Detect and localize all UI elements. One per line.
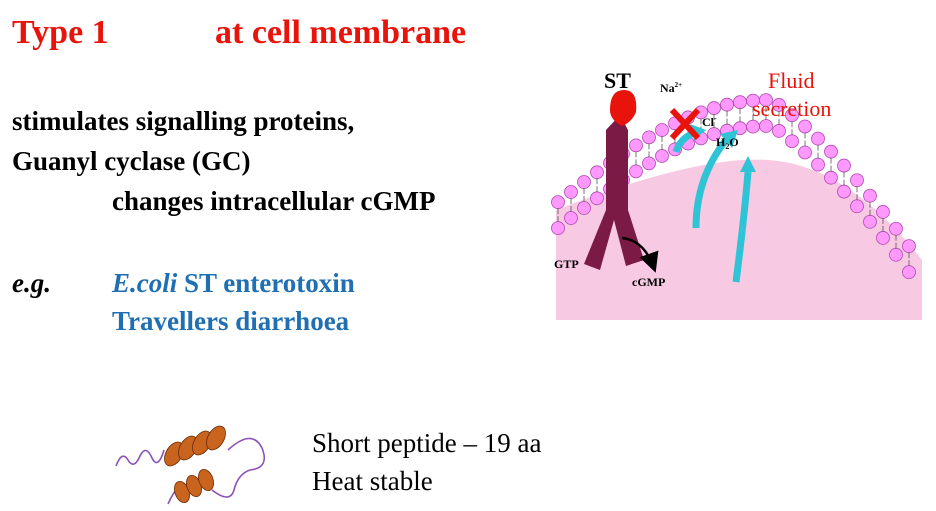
lipid-head	[850, 199, 864, 214]
lipid-head	[902, 239, 916, 254]
alpha-helix-1	[164, 425, 226, 467]
st-receptor	[584, 115, 644, 270]
label-cgmp: cGMP	[632, 275, 665, 289]
lipid-head	[642, 130, 656, 145]
lipid-head	[785, 134, 799, 149]
description-line-2: Guanyl cyclase (GC)	[12, 146, 251, 176]
lipid-head	[733, 95, 747, 110]
lipid-head	[889, 221, 903, 236]
description-line-1: stimulates signalling proteins,	[12, 106, 355, 136]
example-prefix: e.g.	[12, 268, 51, 298]
label-h2o: H2O	[716, 135, 739, 151]
lipid-head	[772, 124, 786, 138]
blocked-x-icon	[669, 107, 701, 141]
lipid-head	[577, 201, 591, 215]
peptide-length: Short peptide – 19 aa	[312, 428, 542, 458]
lipid-head	[590, 191, 604, 206]
lipid-head	[759, 119, 773, 133]
peptide-structure-icon	[115, 425, 266, 505]
lipid-head	[564, 185, 578, 199]
lipid-head	[551, 221, 565, 236]
label-st: ST	[604, 68, 631, 93]
lipid-head	[655, 149, 669, 163]
lipid-head	[837, 184, 851, 199]
example-toxin: E.coli ST enterotoxin	[112, 268, 355, 299]
label-na: Na2+	[660, 81, 682, 95]
lipid-head	[720, 97, 734, 112]
label-fluid: Fluid	[768, 68, 814, 93]
title-location: at cell membrane	[215, 14, 467, 51]
st-ligand	[610, 90, 637, 126]
lipid-head	[850, 173, 864, 188]
lipid-head	[902, 265, 916, 280]
lipid-head	[798, 119, 812, 134]
label-secretion: secretion	[752, 96, 831, 121]
example-organism: E.coli	[112, 268, 178, 298]
lipid-head	[798, 145, 812, 160]
lipid-head	[811, 131, 825, 146]
lipid-head	[824, 144, 838, 159]
lipid-head	[824, 170, 838, 185]
lipid-head	[564, 211, 578, 225]
lipid-head	[642, 156, 656, 171]
lipid-head	[551, 195, 565, 210]
lipid-head	[889, 247, 903, 262]
example-disease: Travellers diarrhoea	[112, 306, 350, 336]
gtp-cgmp-arrow	[621, 236, 659, 273]
lipid-head	[876, 231, 890, 245]
lipid-head	[811, 157, 825, 172]
description-line-3: changes intracellular cGMP	[112, 186, 436, 216]
peptide-heat-stability: Heat stable	[312, 466, 433, 496]
lipid-head	[863, 214, 877, 229]
lipid-head	[863, 188, 877, 203]
title-type: Type 1	[12, 14, 109, 51]
lipid-head	[876, 205, 890, 219]
label-gtp: GTP	[554, 257, 579, 271]
alpha-helix-2	[174, 468, 214, 504]
lipid-head	[577, 175, 591, 189]
lipid-head	[629, 164, 643, 179]
st-membrane-figure: ST Na2+ Cl- H2O GTP cGMP Fluid secretion	[551, 68, 922, 320]
lipid-head	[746, 119, 760, 134]
example-toxin-name: ST enterotoxin	[177, 268, 355, 298]
lipid-head	[837, 158, 851, 173]
label-cl: Cl-	[702, 114, 717, 129]
lipid-head	[590, 165, 604, 180]
lipid-head	[655, 123, 669, 137]
lipid-head	[629, 138, 643, 153]
lipid-head	[707, 101, 721, 115]
